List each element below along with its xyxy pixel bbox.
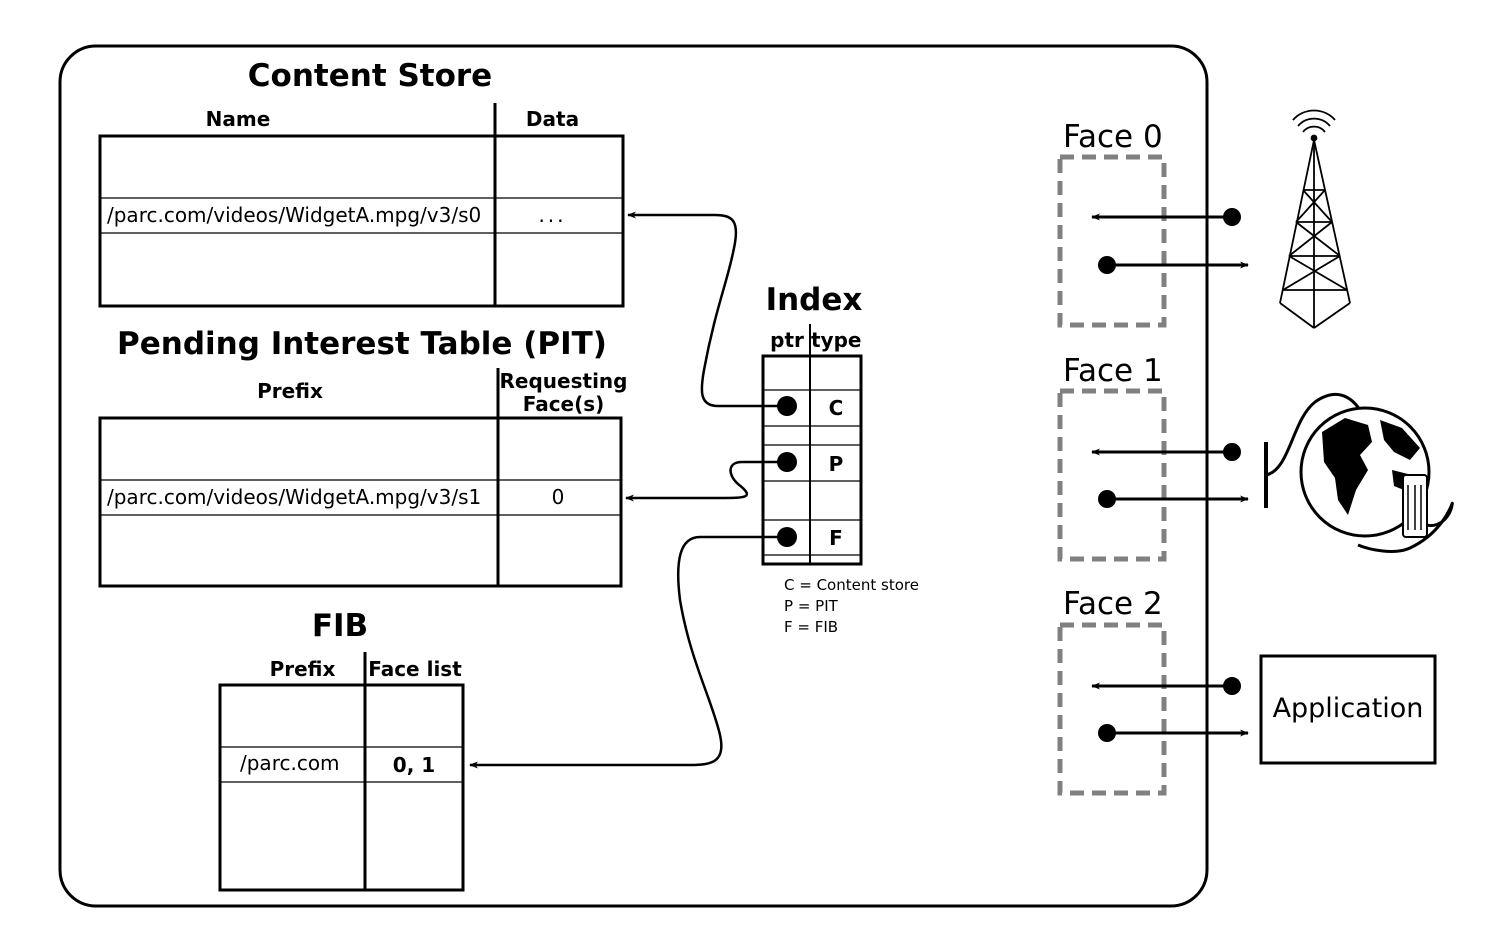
pit-col-faces-line2: Face(s) [522, 392, 605, 416]
index-title: Index [765, 282, 863, 318]
pointer-to-pit [625, 460, 787, 502]
fib-row-prefix: /parc.com [240, 751, 340, 775]
face-1-box[interactable] [1057, 388, 1167, 562]
content-store-row-data: ... [538, 203, 567, 227]
content-store-col-data: Data [525, 107, 580, 131]
pointer-to-content-store [627, 211, 787, 408]
pit-col-prefix: Prefix [257, 379, 323, 403]
index-table [761, 324, 863, 566]
fib-table [218, 652, 465, 892]
content-store-table [98, 103, 625, 308]
application-box[interactable] [1259, 654, 1437, 765]
legend-f: F = FIB [784, 618, 839, 636]
index-type-f: F [829, 526, 843, 550]
content-store-row-name: /parc.com/videos/WidgetA.mpg/v3/s0 [107, 203, 482, 227]
pointer-to-fib [469, 535, 787, 769]
pit-table [98, 368, 623, 588]
radio-tower-icon [1279, 109, 1351, 329]
fib-col-prefix: Prefix [269, 657, 336, 681]
index-col-type: type [811, 328, 862, 352]
pit-row-face: 0 [551, 485, 565, 509]
pit-title: Pending Interest Table (PIT) [117, 326, 607, 362]
fib-row-faces: 0, 1 [392, 753, 436, 777]
legend-c: C = Content store [784, 576, 919, 594]
router-frame [58, 44, 1209, 908]
pit-col-faces-line1: Requesting [499, 369, 628, 393]
content-store-col-name: Name [205, 107, 271, 131]
face-2-arrows [1091, 682, 1249, 737]
fib-title: FIB [311, 608, 369, 644]
pit-row-prefix: /parc.com/videos/WidgetA.mpg/v3/s1 [107, 485, 482, 509]
internet-globe-icon [1264, 392, 1454, 553]
index-legend: C = Content store P = PIT F = FIB [784, 575, 919, 638]
index-type-p: P [828, 452, 844, 476]
face-2-label: Face 2 [1063, 586, 1163, 622]
face-0-arrows [1091, 213, 1249, 269]
face-0-box[interactable] [1057, 154, 1167, 328]
legend-p: P = PIT [784, 597, 838, 615]
face-1-arrows [1091, 448, 1249, 503]
index-col-ptr: ptr [770, 328, 804, 352]
application-label: Application [1272, 693, 1424, 724]
face-0-label: Face 0 [1063, 119, 1163, 155]
index-type-c: C [828, 396, 844, 420]
face-1-label: Face 1 [1063, 353, 1163, 389]
fib-col-facelist: Face list [368, 657, 462, 681]
content-store-title: Content Store [247, 58, 493, 94]
face-2-box[interactable] [1057, 622, 1167, 796]
